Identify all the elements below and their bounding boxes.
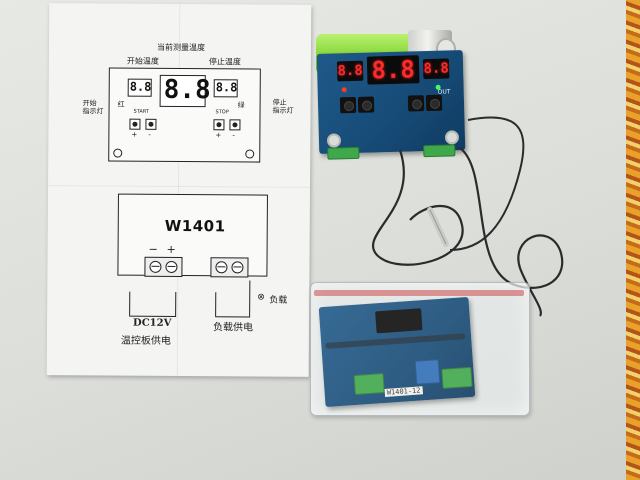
- bag-zip-seal: [314, 290, 524, 296]
- bagged-board-sticker: W1401-12: [384, 386, 423, 397]
- bagged-board-relay: [414, 359, 441, 385]
- fabric-edge: [626, 0, 640, 480]
- bagged-cable-coil: [325, 333, 466, 349]
- bagged-board-display: [375, 308, 423, 334]
- bagged-load-terminal: [441, 366, 473, 389]
- bagged-power-terminal: [353, 372, 385, 396]
- bagged-board: W1401-12: [318, 296, 476, 408]
